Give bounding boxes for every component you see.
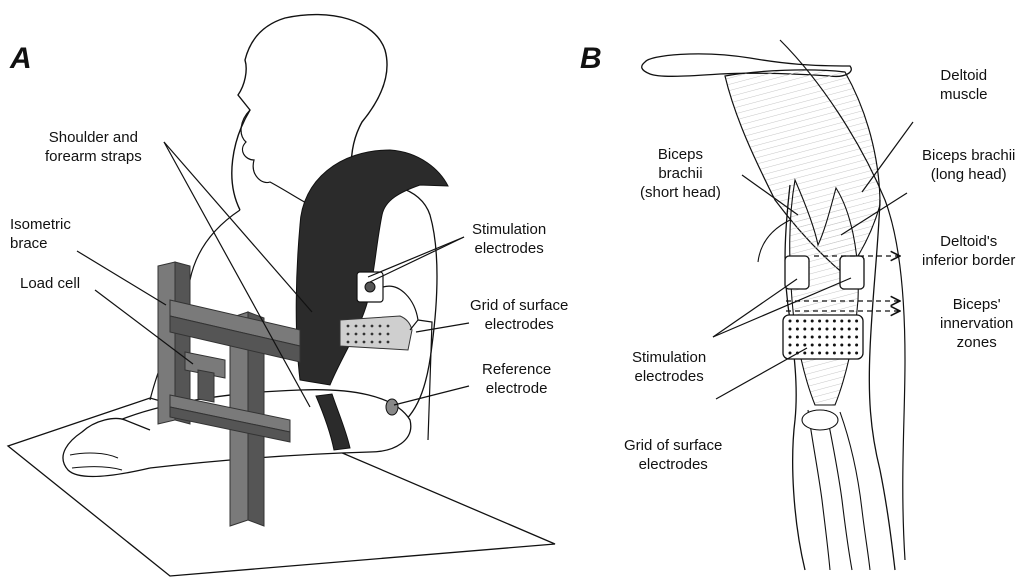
label-stimulation-electrodes-a: Stimulation electrodes — [472, 220, 546, 258]
grid-electrode-dot — [840, 336, 843, 339]
grid-electrode-dot — [818, 328, 821, 331]
grid-electrode-dot — [848, 320, 851, 323]
grid-electrode-dot — [840, 344, 843, 347]
grid-electrode-dot — [811, 328, 814, 331]
label-biceps-short: Biceps brachii (short head) — [640, 145, 721, 202]
label-load-cell: Load cell — [20, 274, 80, 293]
grid-electrode-dot — [826, 344, 829, 347]
subject-face — [241, 110, 310, 205]
grid-electrode-dot — [833, 320, 836, 323]
grid-electrode-dot — [855, 352, 858, 355]
stimulation-electrode-b-right — [840, 256, 864, 289]
grid-electrode-dot — [833, 352, 836, 355]
grid-electrode-dot — [818, 352, 821, 355]
grid-electrode-a — [340, 316, 412, 350]
grid-electrode-dot — [833, 336, 836, 339]
label-grid-electrodes-b: Grid of surface electrodes — [624, 436, 722, 474]
grid-electrode-dot — [789, 352, 792, 355]
grid-electrode-dot — [855, 336, 858, 339]
forearm-bones — [808, 410, 870, 570]
grid-electrode-dot — [855, 328, 858, 331]
label-deltoid-border: Deltoid's inferior border — [922, 232, 1015, 270]
grid-electrode-dot — [811, 352, 814, 355]
grid-electrode-dot — [803, 344, 806, 347]
grid-electrode-dot — [818, 336, 821, 339]
arm-outline-right — [869, 200, 895, 570]
label-straps: Shoulder and forearm straps — [45, 128, 142, 166]
grid-electrode-dot — [840, 320, 843, 323]
grid-electrode-dot — [848, 352, 851, 355]
grid-electrode-dot — [811, 320, 814, 323]
stimulation-electrode-b-left — [785, 256, 809, 289]
grid-electrode-dot — [811, 336, 814, 339]
panel-b-illustration — [642, 40, 913, 570]
grid-electrode-dot — [833, 344, 836, 347]
panel-letter-a: A — [10, 44, 32, 74]
label-deltoid-muscle: Deltoid muscle — [940, 66, 988, 104]
grid-electrode-dot — [796, 328, 799, 331]
grid-electrode-dot — [848, 344, 851, 347]
panel-letter-b: B — [580, 44, 602, 74]
grid-electrode-dot — [803, 328, 806, 331]
grid-electrode-dot — [848, 336, 851, 339]
grid-electrode-dot — [811, 344, 814, 347]
grid-electrode-dot — [789, 328, 792, 331]
grid-electrode-dot — [789, 320, 792, 323]
label-isometric-brace: Isometric brace — [10, 215, 71, 253]
grid-electrode-dot — [833, 328, 836, 331]
label-biceps-innervation: Biceps' innervation zones — [940, 295, 1013, 352]
grid-electrode-dot — [796, 320, 799, 323]
label-biceps-long: Biceps brachii (long head) — [922, 146, 1015, 184]
grid-electrode-dot — [803, 352, 806, 355]
grid-electrode-dot — [855, 320, 858, 323]
load-cell — [185, 352, 225, 402]
grid-electrode-dot — [840, 328, 843, 331]
elbow-joint — [802, 410, 838, 430]
label-reference-electrode: Reference electrode — [482, 360, 551, 398]
grid-electrode-b — [783, 315, 863, 359]
reference-electrode-a — [386, 399, 398, 415]
label-stimulation-electrodes-b: Stimulation electrodes — [632, 348, 706, 386]
grid-electrode-dot — [796, 336, 799, 339]
grid-electrode-dot — [826, 352, 829, 355]
grid-electrode-dot — [826, 328, 829, 331]
grid-electrode-dot — [818, 344, 821, 347]
label-grid-electrodes-a: Grid of surface electrodes — [470, 296, 568, 334]
grid-electrode-dot — [789, 336, 792, 339]
grid-electrode-dot — [826, 320, 829, 323]
grid-electrode-dot — [855, 344, 858, 347]
grid-electrode-dot — [796, 344, 799, 347]
grid-electrode-dot — [789, 344, 792, 347]
grid-electrode-dot — [803, 320, 806, 323]
grid-electrode-dot — [826, 336, 829, 339]
grid-electrode-dot — [803, 336, 806, 339]
grid-electrode-dot — [848, 328, 851, 331]
grid-electrode-dot — [818, 320, 821, 323]
grid-electrode-dot — [840, 352, 843, 355]
